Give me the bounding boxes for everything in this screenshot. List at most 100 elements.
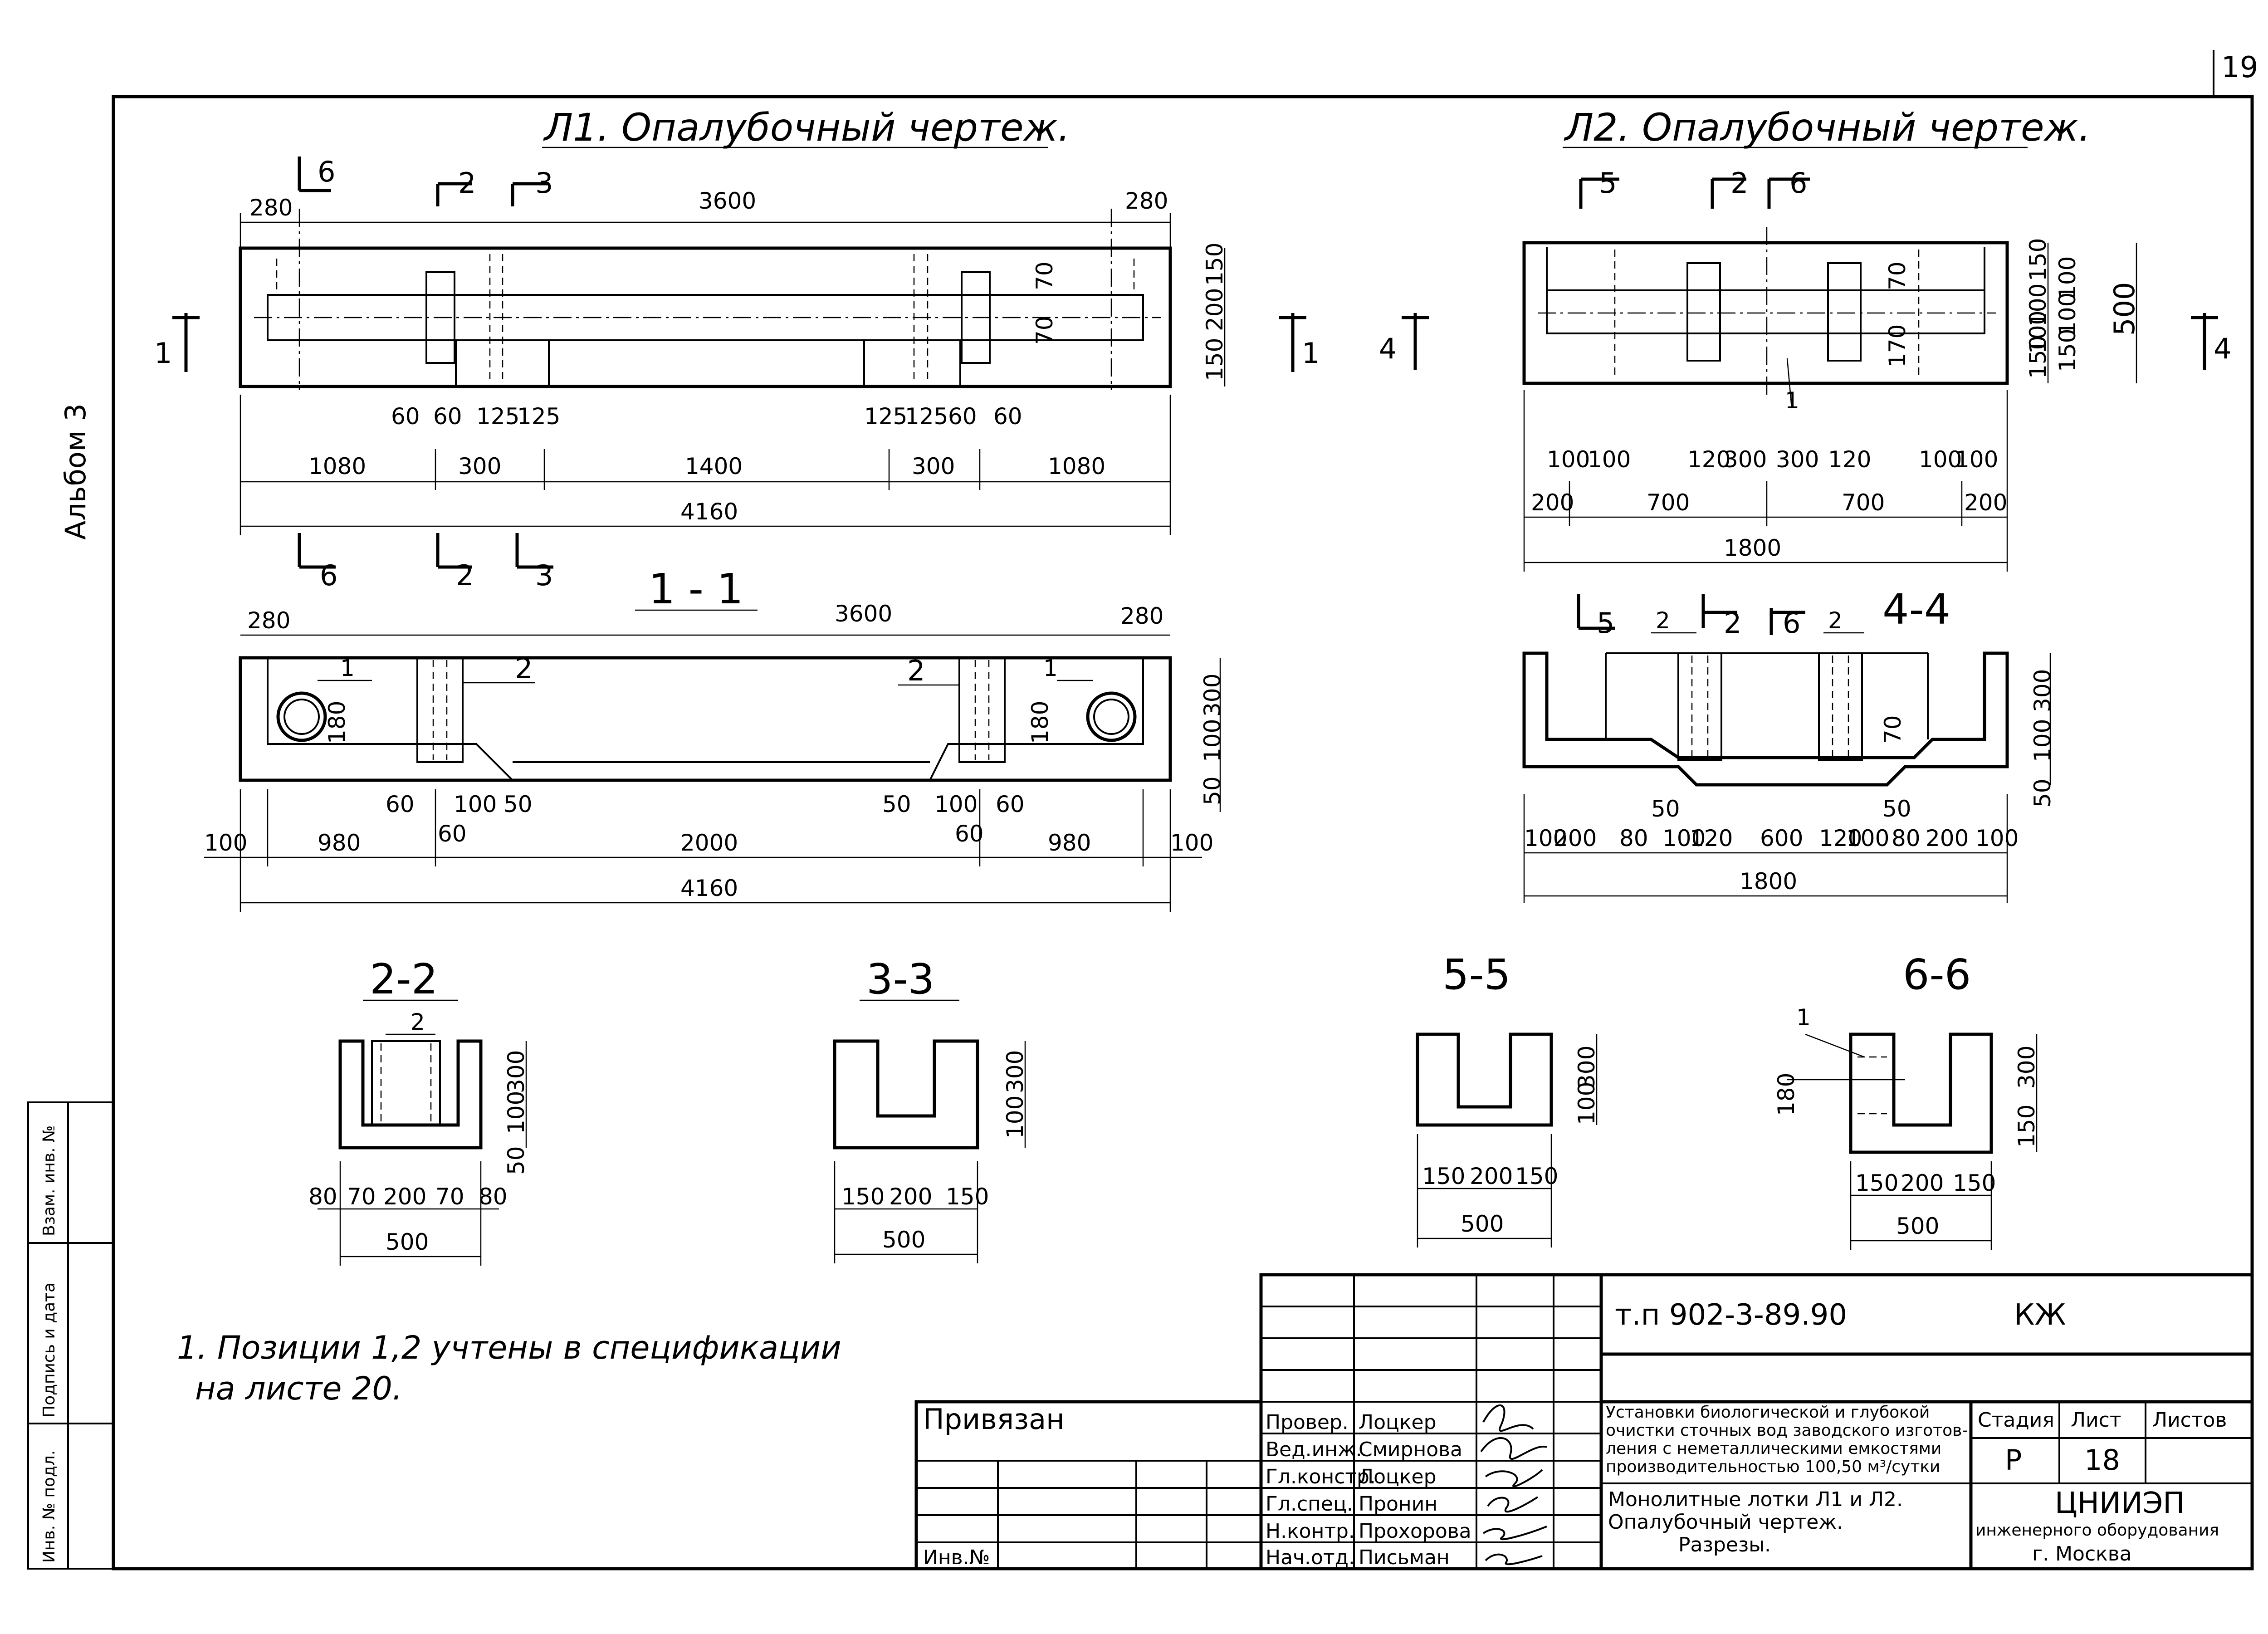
svg-text:700: 700 [1647,489,1690,516]
inv-no-label: Инв.№ [923,1546,990,1569]
svg-text:60: 60 [955,821,984,847]
svg-text:150: 150 [1953,1170,1996,1196]
svg-text:4: 4 [1379,332,1397,365]
svg-text:100: 100 [1170,830,1213,856]
note-line-2: на листе 20. [195,1370,402,1407]
svg-text:300: 300 [1002,1050,1028,1093]
svg-text:980: 980 [1048,830,1091,856]
page-number: 19 [2221,51,2258,84]
svg-text:100: 100 [1955,446,1998,473]
left-stamp: Инв. № подл. Подпись и дата Взам. инв. № [27,1101,114,1570]
l1-plan: 280 3600 280 150 200 150 70 70 60 60 125… [154,155,1320,592]
svg-text:100: 100 [1975,825,2019,851]
svg-text:Вед.инж.: Вед.инж. [1266,1438,1362,1461]
svg-text:120: 120 [1687,446,1730,473]
svg-text:180: 180 [1027,701,1053,744]
privyazan-label: Привязан [923,1403,1065,1436]
svg-text:300: 300 [2014,1046,2040,1089]
svg-text:50: 50 [503,791,533,817]
svg-text:120: 120 [1819,825,1862,851]
svg-text:100: 100 [1846,825,1889,851]
svg-text:100: 100 [1662,825,1706,851]
svg-text:150: 150 [1202,338,1228,381]
svg-text:200: 200 [1926,825,1969,851]
svg-text:Опалубочный чертеж.: Опалубочный чертеж. [1608,1511,1843,1534]
svg-text:2: 2 [411,1009,425,1035]
svg-text:500: 500 [386,1229,429,1255]
svg-text:6: 6 [1789,166,1807,200]
svg-text:6: 6 [1783,607,1800,640]
signature-1 [1482,1404,1534,1432]
svg-text:120: 120 [1828,446,1871,473]
svg-text:1800: 1800 [1724,535,1781,561]
svg-text:60: 60 [391,403,420,430]
svg-text:700: 700 [1842,489,1885,516]
svg-text:60: 60 [433,403,462,430]
signature-3 [1485,1469,1543,1487]
svg-text:200: 200 [1531,489,1574,516]
svg-text:300: 300 [912,453,955,479]
svg-text:200: 200 [1554,825,1597,851]
svg-text:125: 125 [864,403,907,430]
svg-text:150: 150 [841,1184,885,1210]
svg-text:150: 150 [2025,336,2051,379]
svg-text:2: 2 [1828,607,1843,634]
svg-text:80: 80 [1892,825,1921,851]
svg-text:1800: 1800 [1740,868,1797,895]
svg-text:4160: 4160 [680,875,738,901]
svg-text:70: 70 [1884,261,1911,290]
section-6-6: 6-6 1 180 300 150 150 200 150 500 [1773,950,2040,1250]
svg-text:Н.контр.: Н.контр. [1266,1520,1355,1543]
section-3-3: 3-3 300 100 150 200 150 500 [833,955,1028,1263]
svg-text:60: 60 [993,403,1022,430]
svg-text:60: 60 [386,791,415,817]
svg-text:280: 280 [1120,603,1163,629]
svg-text:1: 1 [1302,337,1320,370]
svg-text:200: 200 [383,1184,426,1210]
svg-text:Письман: Письман [1359,1546,1450,1569]
svg-text:50: 50 [2029,778,2056,807]
title-block: Привязан Инв.№ Провер. Вед.инж. Гл.конст… [914,1273,2254,1570]
svg-text:5: 5 [1597,607,1614,640]
svg-text:4160: 4160 [680,499,738,525]
svg-text:1: 1 [1796,1004,1811,1031]
svg-text:150: 150 [1422,1163,1465,1189]
svg-text:2000: 2000 [680,830,738,856]
svg-text:100: 100 [454,791,497,817]
l1-title: Л1. Опалубочный чертеж. [543,105,1070,150]
svg-text:500: 500 [882,1227,925,1253]
svg-text:Стадия: Стадия [1978,1409,2054,1432]
svg-text:100: 100 [934,791,978,817]
signature-6 [1485,1553,1543,1566]
svg-text:50: 50 [882,791,911,817]
svg-text:2: 2 [1724,607,1741,640]
svg-text:100: 100 [2025,311,2051,354]
signature-5 [1482,1526,1547,1541]
svg-text:280: 280 [249,195,293,221]
svg-text:100: 100 [2054,293,2081,336]
svg-text:200: 200 [1901,1170,1944,1196]
svg-text:Провер.: Провер. [1266,1411,1349,1434]
album-label: Альбом 3 [59,403,92,540]
svg-text:1: 1 [1043,655,1058,681]
svg-text:100: 100 [1588,446,1631,473]
svg-text:300: 300 [503,1050,529,1093]
section-5-5: 5-5 300 100 150 200 150 500 [1416,950,1600,1248]
svg-text:100: 100 [2054,256,2081,299]
svg-text:Р: Р [2005,1443,2022,1477]
svg-text:1: 1 [154,337,172,370]
svg-text:1400: 1400 [685,453,743,479]
doc-code: т.п 902-3-89.90 [1615,1298,1847,1332]
svg-text:ления с неметаллическими емкос: ления с неметаллическими емкостями [1606,1439,1941,1458]
svg-text:100: 100 [204,830,247,856]
stamp-vzam: Взам. инв. № [40,1125,59,1236]
svg-text:5-5: 5-5 [1442,950,1510,999]
svg-text:4: 4 [2214,332,2231,365]
svg-text:Пронин: Пронин [1359,1492,1437,1516]
svg-text:200: 200 [1964,489,2007,516]
svg-text:2: 2 [1730,166,1748,200]
svg-text:80: 80 [1619,825,1648,851]
svg-text:100: 100 [1002,1096,1028,1139]
svg-text:100: 100 [1199,719,1226,762]
